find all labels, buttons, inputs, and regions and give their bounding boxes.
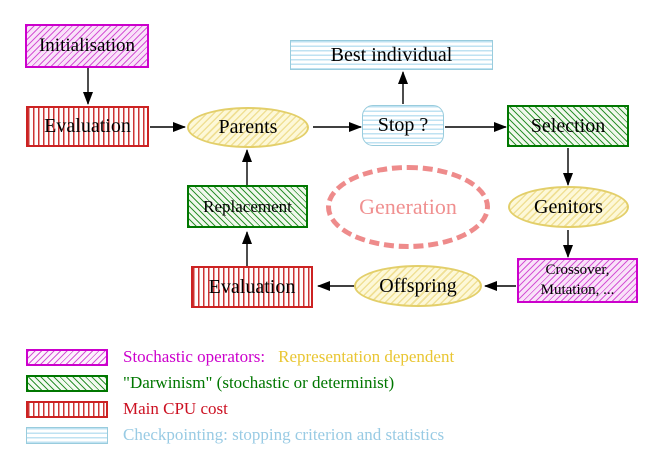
node-parents: Parents <box>187 107 309 148</box>
node-genitors: Genitors <box>508 186 629 228</box>
legend-stochastic-label: Stochastic operators: <box>123 347 266 366</box>
node-parents-label: Parents <box>218 116 278 138</box>
generation-label: Generation <box>359 194 457 219</box>
node-best-individual: Best individual <box>290 40 493 70</box>
node-evaluation-bottom-label: Evaluation <box>208 275 296 298</box>
legend-row-cpu-cost: Main CPU cost <box>26 399 228 419</box>
node-evaluation-top-label: Evaluation <box>44 115 131 137</box>
legend-darwinism-label: "Darwinism" (stochastic or determinist) <box>123 373 395 392</box>
green-hatch-swatch <box>26 374 108 392</box>
node-evaluation-top: Evaluation <box>26 106 149 147</box>
legend-row-darwinism: "Darwinism" (stochastic or determinist) <box>26 373 394 393</box>
node-stop: Stop ? <box>362 105 444 146</box>
legend-row-stochastic: Stochastic operators: Representation dep… <box>26 347 454 367</box>
cyan-stripe-swatch <box>26 426 108 444</box>
magenta-hatch-swatch <box>26 348 108 366</box>
node-offspring: Offspring <box>354 265 482 307</box>
crossover-line1: Crossover, <box>545 262 610 278</box>
red-stripe-swatch <box>26 400 108 418</box>
node-evaluation-bottom: Evaluation <box>191 266 313 308</box>
legend-checkpointing-label: Checkpointing: stopping criterion and st… <box>123 425 445 444</box>
node-replacement-label: Replacement <box>203 196 292 216</box>
node-crossover-mutation: Crossover, Mutation, ... <box>517 258 638 303</box>
crossover-line2: Mutation, ... <box>540 281 615 298</box>
node-selection-label: Selection <box>530 114 606 137</box>
node-offspring-label: Offspring <box>379 274 457 297</box>
node-crossover-mutation-label: Crossover, Mutation, ... <box>541 261 615 300</box>
legend-representation-label: Representation dependent <box>278 347 455 366</box>
node-stop-label: Stop ? <box>377 114 429 136</box>
node-best-individual-label: Best individual <box>330 43 453 66</box>
generation-cycle-ellipse: Generation <box>326 165 490 249</box>
node-initialisation: Initialisation <box>25 24 149 68</box>
node-selection: Selection <box>507 105 629 147</box>
legend-cpu-label: Main CPU cost <box>123 399 228 418</box>
legend-row-checkpointing: Checkpointing: stopping criterion and st… <box>26 425 444 445</box>
node-genitors-label: Genitors <box>534 195 603 218</box>
node-initialisation-label: Initialisation <box>38 35 136 56</box>
node-replacement: Replacement <box>187 185 308 228</box>
